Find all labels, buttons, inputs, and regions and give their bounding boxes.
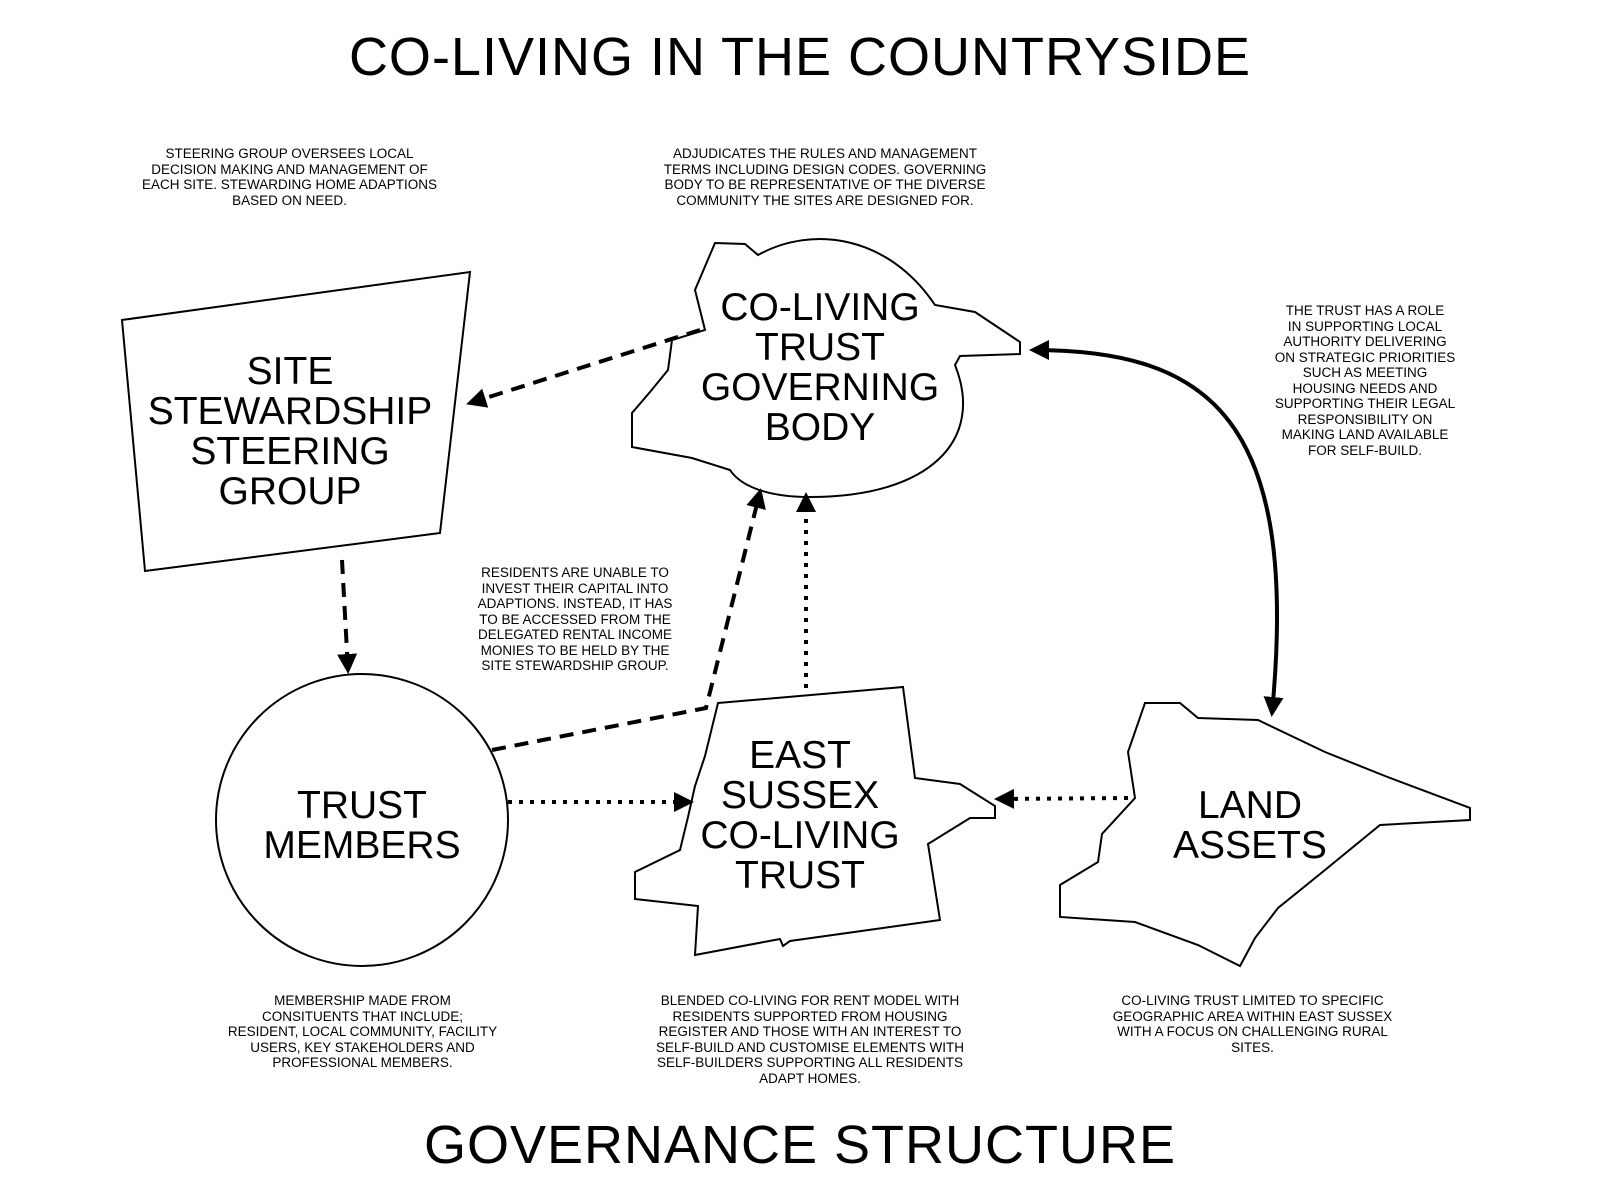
arrow-governing-body-to-steering-group [466, 328, 701, 408]
governing-body-label: CO-LIVING TRUST GOVERNING BODY [700, 286, 940, 449]
trust-members-label: TRUST MEMBERS [263, 784, 461, 867]
land-assets-shape [1059, 702, 1471, 968]
trust-members-shape [215, 673, 509, 967]
arrow-land-assets-to-east-sussex-trust [994, 788, 1129, 809]
diagram-subtitle: GOVERNANCE STRUCTURE [423, 1115, 1177, 1175]
steering-group-note: STEERING GROUP OVERSEES LOCAL DECISION M… [141, 146, 438, 208]
governing-body-note: ADJUDICATES THE RULES AND MANAGEMENT TER… [663, 146, 987, 208]
steering-group-shape [120, 270, 472, 573]
land-assets-label: LAND ASSETS [1173, 784, 1327, 867]
east-sussex-trust-shape [634, 685, 996, 957]
land-limit-note: CO-LIVING TRUST LIMITED TO SPECIFIC GEOG… [1112, 993, 1393, 1055]
east-sussex-trust-label: EAST SUSSEX CO-LIVING TRUST [700, 734, 900, 897]
membership-note: MEMBERSHIP MADE FROM CONSITUENTS THAT IN… [227, 993, 498, 1070]
blended-model-note: BLENDED CO-LIVING FOR RENT MODEL WITH RE… [655, 993, 965, 1086]
arrow-steering-group-to-trust-members [337, 559, 358, 674]
governing-body-shape [631, 238, 1021, 499]
arrow-governing-body-land-assets-link [1029, 340, 1284, 717]
trust-role-note: THE TRUST HAS A ROLE IN SUPPORTING LOCAL… [1274, 303, 1456, 458]
page-title: CO-LIVING IN THE COUNTRYSIDE [348, 27, 1252, 87]
residents-capital-note: RESIDENTS ARE UNABLE TO INVEST THEIR CAP… [477, 565, 673, 673]
steering-group-label: SITE STEWARDSHIP STEERING GROUP [147, 350, 433, 513]
arrow-trust-members-to-governing-body [491, 488, 766, 752]
